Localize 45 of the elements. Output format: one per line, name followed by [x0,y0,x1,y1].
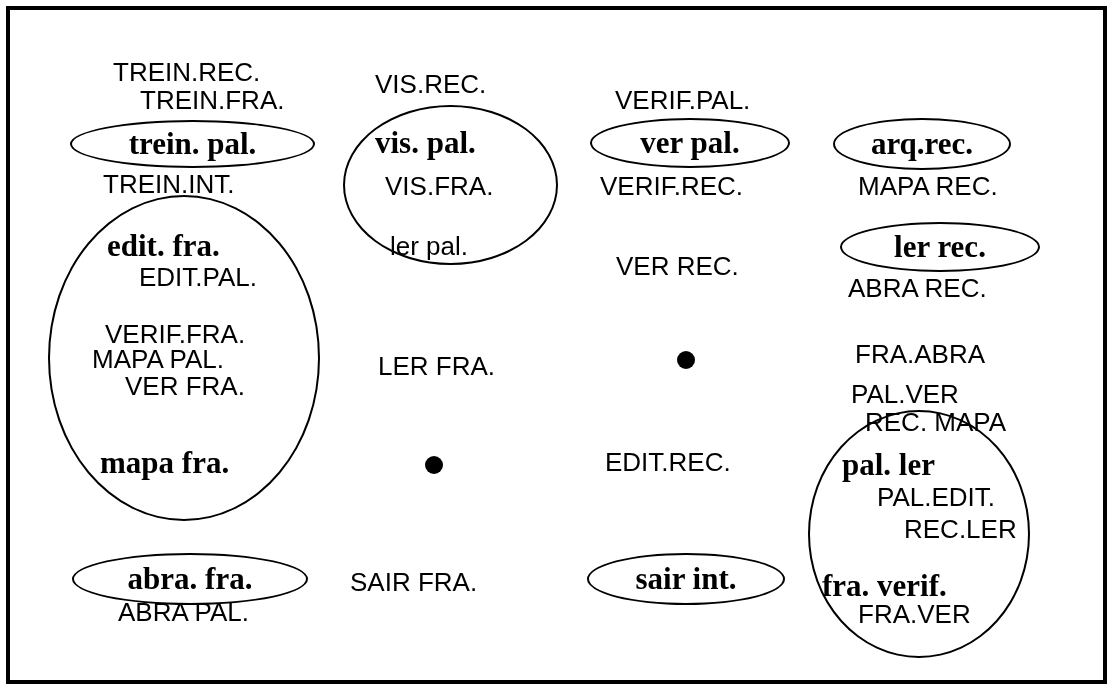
state-title: ver pal. [640,127,740,159]
code-label: FRA.ABRA [855,340,986,368]
dot-marker [425,456,443,474]
state-ellipse [833,118,1011,170]
code-label: REC.LER [904,515,1017,543]
code-label: VER REC. [616,252,739,280]
state-title: abra. fra. [127,563,253,595]
state-ellipse [343,105,558,265]
state-title: trein. pal. [128,128,257,160]
code-label: PAL.EDIT. [877,483,995,511]
code-label: VERIF.REC. [600,172,744,200]
code-label: VIS.REC. [375,70,487,98]
code-label: TREIN.FRA. [140,86,285,114]
code-label: VIS.FRA. [385,172,494,200]
code-label: VERIF.PAL. [615,86,751,114]
state-title: mapa fra. [100,447,230,479]
code-label: EDIT.PAL. [139,263,257,291]
code-label: LER FRA. [378,352,496,380]
state-ellipse [72,553,308,605]
code-label: MAPA REC. [858,172,998,200]
code-label: FRA.VER [858,600,971,628]
code-label: TREIN.INT. [103,170,235,198]
code-label: TREIN.REC. [113,58,261,86]
code-label: EDIT.REC. [605,448,731,476]
code-label: PAL.VER [851,380,959,408]
code-label: ler pal. [390,232,469,260]
code-label: VERIF.FRA. [105,320,246,348]
state-title: pal. ler [842,449,935,481]
state-title: sair int. [635,563,737,595]
code-label: VER FRA. [125,372,245,400]
dot-marker [677,351,695,369]
state-title: vis. pal. [375,127,476,159]
state-title: arq.rec. [870,128,974,160]
state-ellipse [70,120,315,168]
state-title: ler rec. [894,231,986,263]
code-label: SAIR FRA. [350,568,478,596]
state-title: edit. fra. [107,230,220,262]
state-ellipse [48,195,320,521]
state-ellipse [840,222,1040,272]
state-ellipse [587,553,785,605]
code-label: MAPA PAL. [92,345,224,373]
state-title: fra. verif. [822,570,947,602]
state-ellipse [590,118,790,168]
state-ellipse [808,410,1030,658]
code-label: ABRA REC. [848,274,987,302]
